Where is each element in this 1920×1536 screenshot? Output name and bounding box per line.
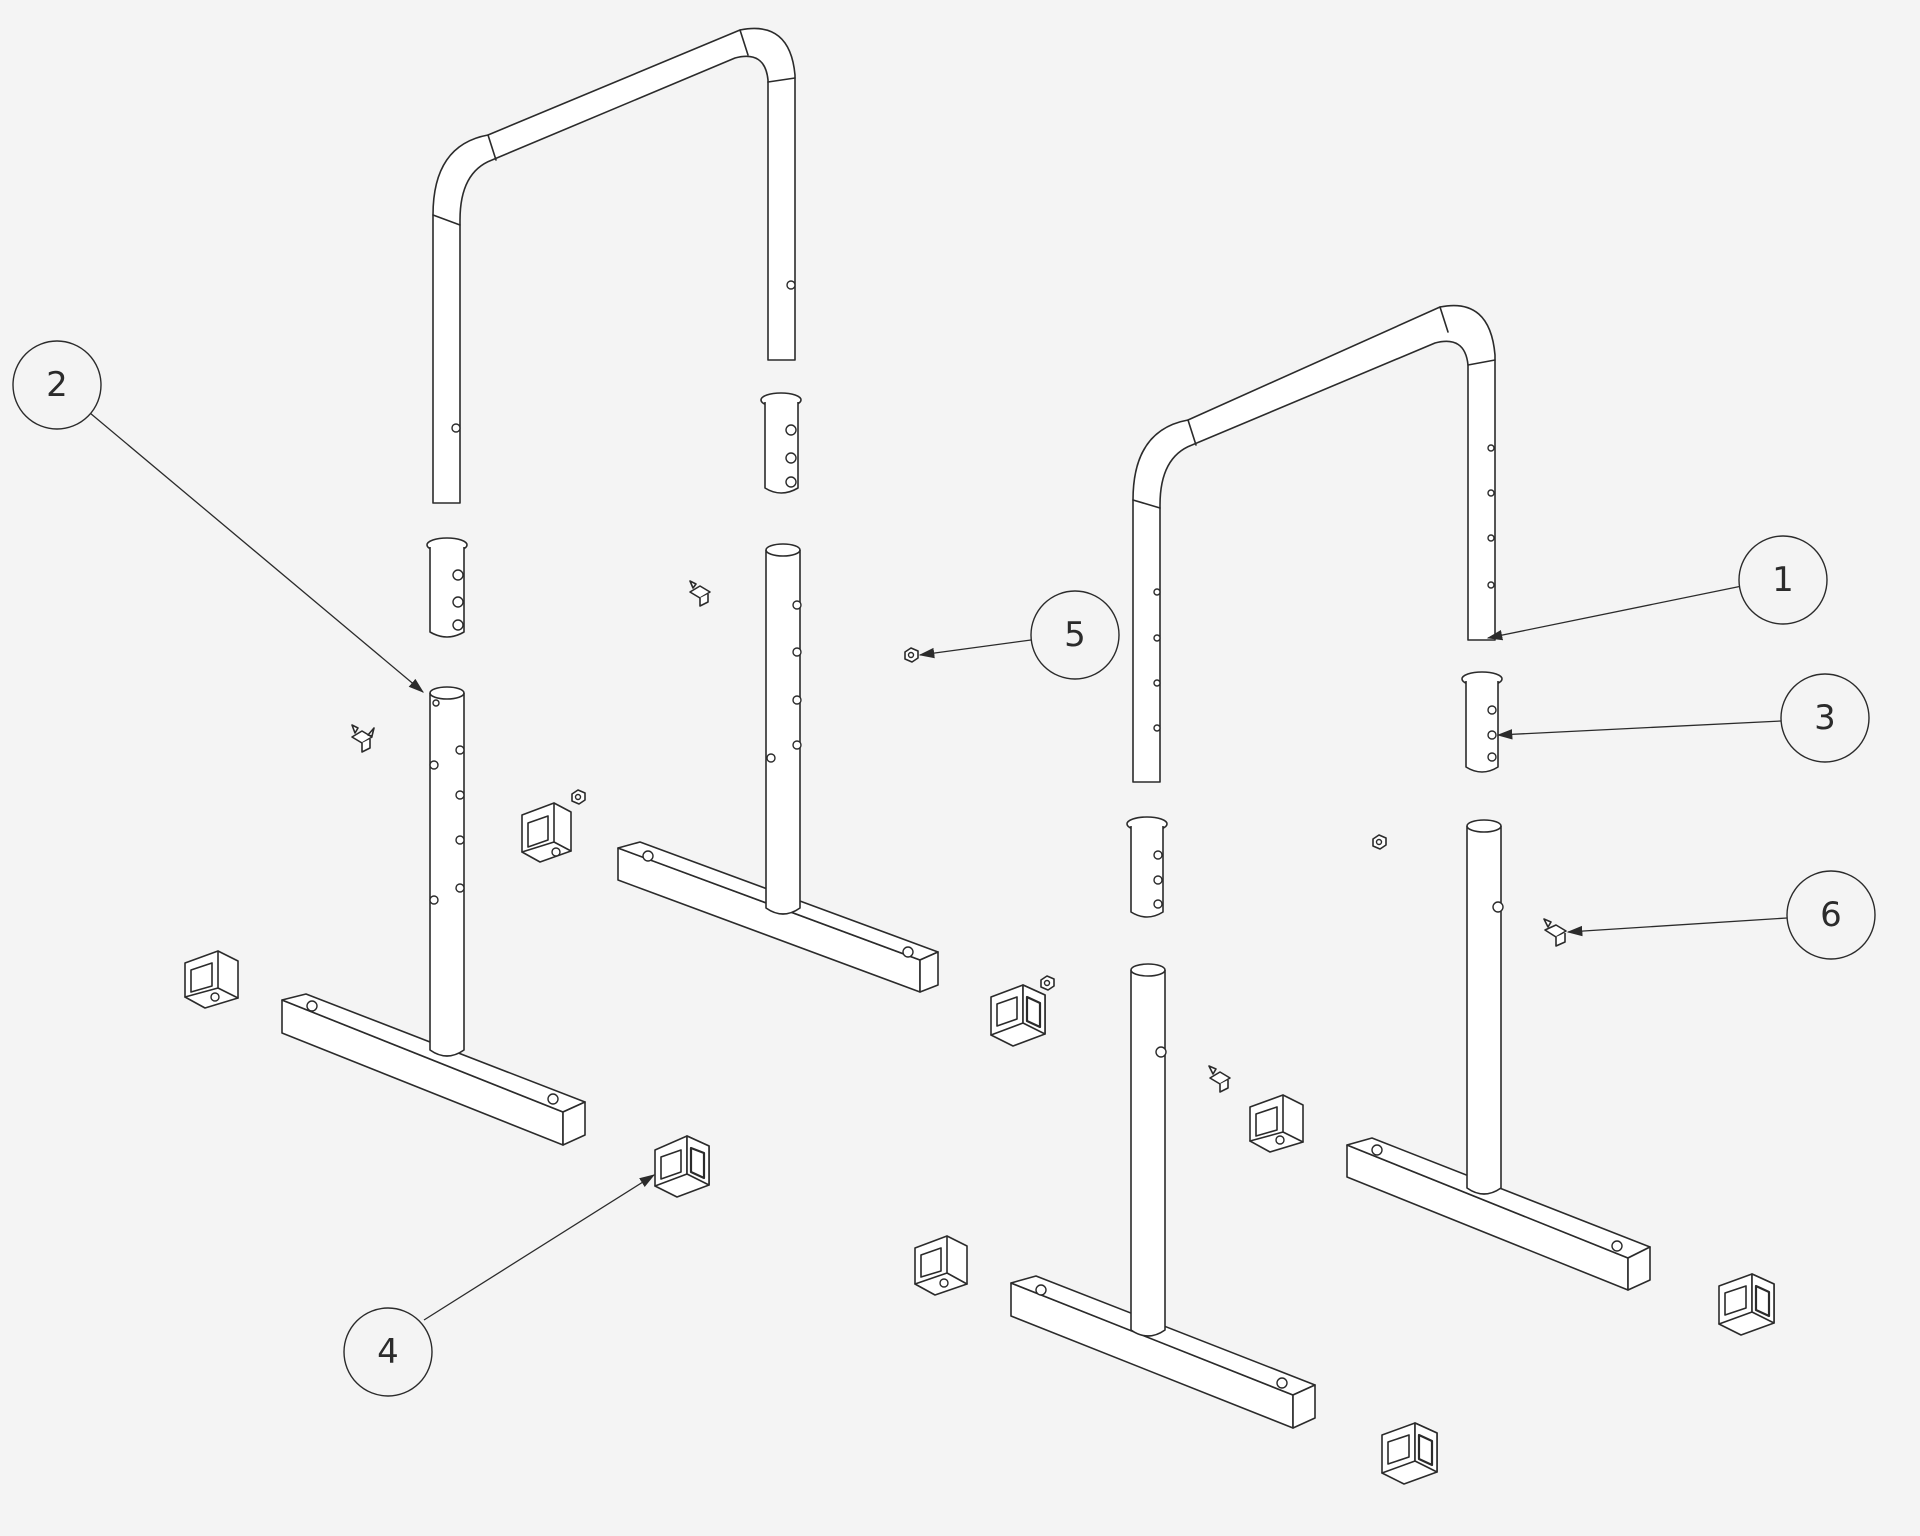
right-end-cap-c — [914, 1235, 968, 1296]
callout-3-label: 3 — [1814, 698, 1836, 738]
right-back-upright — [1346, 819, 1651, 1291]
callout-6-label: 6 — [1820, 895, 1842, 935]
right-pin-a — [1208, 1065, 1231, 1093]
callout-6: 6 — [1566, 870, 1876, 960]
callout-4-label: 4 — [377, 1332, 399, 1372]
left-end-cap-b — [184, 950, 239, 1009]
right-pin-b — [1543, 918, 1567, 947]
right-nut-b — [1372, 834, 1387, 850]
callout-2: 2 — [12, 340, 424, 693]
left-front-upright — [281, 686, 586, 1146]
right-end-cap-a — [990, 984, 1046, 1047]
left-end-cap-c — [654, 1135, 710, 1198]
right-end-cap-e — [1718, 1273, 1775, 1336]
small-nut-5 — [904, 647, 919, 663]
callout-1-label: 1 — [1772, 560, 1794, 600]
callout-4: 4 — [343, 1174, 656, 1397]
left-front-coupler — [426, 537, 468, 638]
callout-1: 1 — [1486, 535, 1828, 641]
left-pin-b — [689, 580, 711, 607]
left-top-handle — [432, 27, 796, 504]
callout-5: 5 — [918, 590, 1120, 680]
right-front-upright — [1010, 963, 1316, 1429]
left-nut — [571, 789, 586, 805]
right-back-coupler — [1461, 671, 1503, 773]
right-end-cap-b — [1249, 1094, 1304, 1153]
right-front-coupler — [1126, 816, 1168, 918]
right-nut-a — [1040, 975, 1055, 991]
callout-3: 3 — [1496, 673, 1870, 763]
right-top-handle — [1132, 304, 1496, 783]
left-back-coupler — [760, 392, 802, 494]
right-end-cap-d — [1381, 1422, 1438, 1485]
left-end-cap-a — [521, 802, 572, 863]
callout-5-label: 5 — [1064, 615, 1086, 655]
callout-2-label: 2 — [46, 365, 68, 405]
left-pin-a — [351, 724, 375, 753]
left-back-upright — [617, 543, 939, 993]
